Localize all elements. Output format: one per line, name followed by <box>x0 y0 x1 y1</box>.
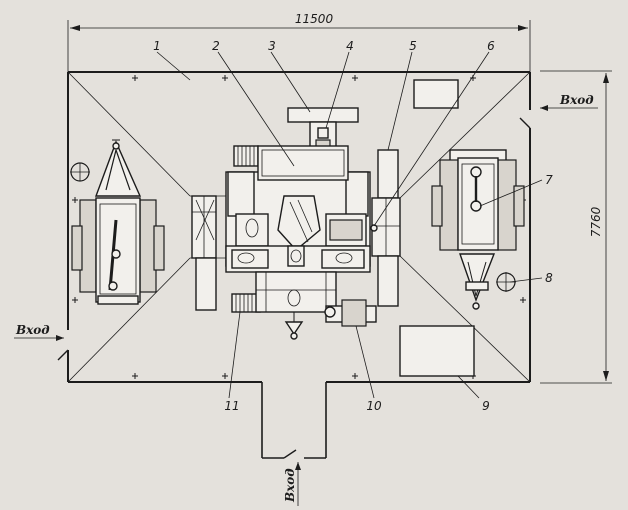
callout-leaders <box>156 51 543 399</box>
central-stand <box>225 107 371 340</box>
room-walls <box>57 71 531 459</box>
cabinet-9 <box>399 325 475 377</box>
entrance-bottom: Вход <box>283 462 301 506</box>
callout-1: 1 <box>153 39 161 53</box>
callout-4: 4 <box>346 39 354 53</box>
compressor-10 <box>324 299 377 327</box>
callout-11: 11 <box>224 399 239 413</box>
callout-9: 9 <box>482 399 490 413</box>
bench-top-right <box>413 79 459 109</box>
left-stand <box>191 195 217 311</box>
callout-7: 7 <box>545 173 553 187</box>
dimension-width: 11500 <box>67 12 531 72</box>
dimension-height: 7760 <box>540 70 612 384</box>
callout-6: 6 <box>487 39 495 53</box>
callout-5: 5 <box>409 39 417 53</box>
callout-8: 8 <box>545 271 553 285</box>
entrance-right-label: Вход <box>559 93 594 107</box>
left-vehicle <box>70 139 165 305</box>
callout-10: 10 <box>366 399 382 413</box>
right-stand <box>370 149 401 307</box>
callout-2: 2 <box>212 39 220 53</box>
callout-numbers: 1 2 3 4 5 6 7 8 9 10 11 <box>153 39 553 413</box>
entrance-left-label: Вход <box>15 323 50 337</box>
width-value: 11500 <box>295 12 334 26</box>
right-vehicle <box>431 149 525 310</box>
height-value: 7760 <box>589 206 603 237</box>
entrance-right: Вход <box>540 93 598 111</box>
callout-3: 3 <box>268 39 276 53</box>
entrance-left: Вход <box>14 323 64 341</box>
entrance-bottom-label: Вход <box>283 468 297 503</box>
